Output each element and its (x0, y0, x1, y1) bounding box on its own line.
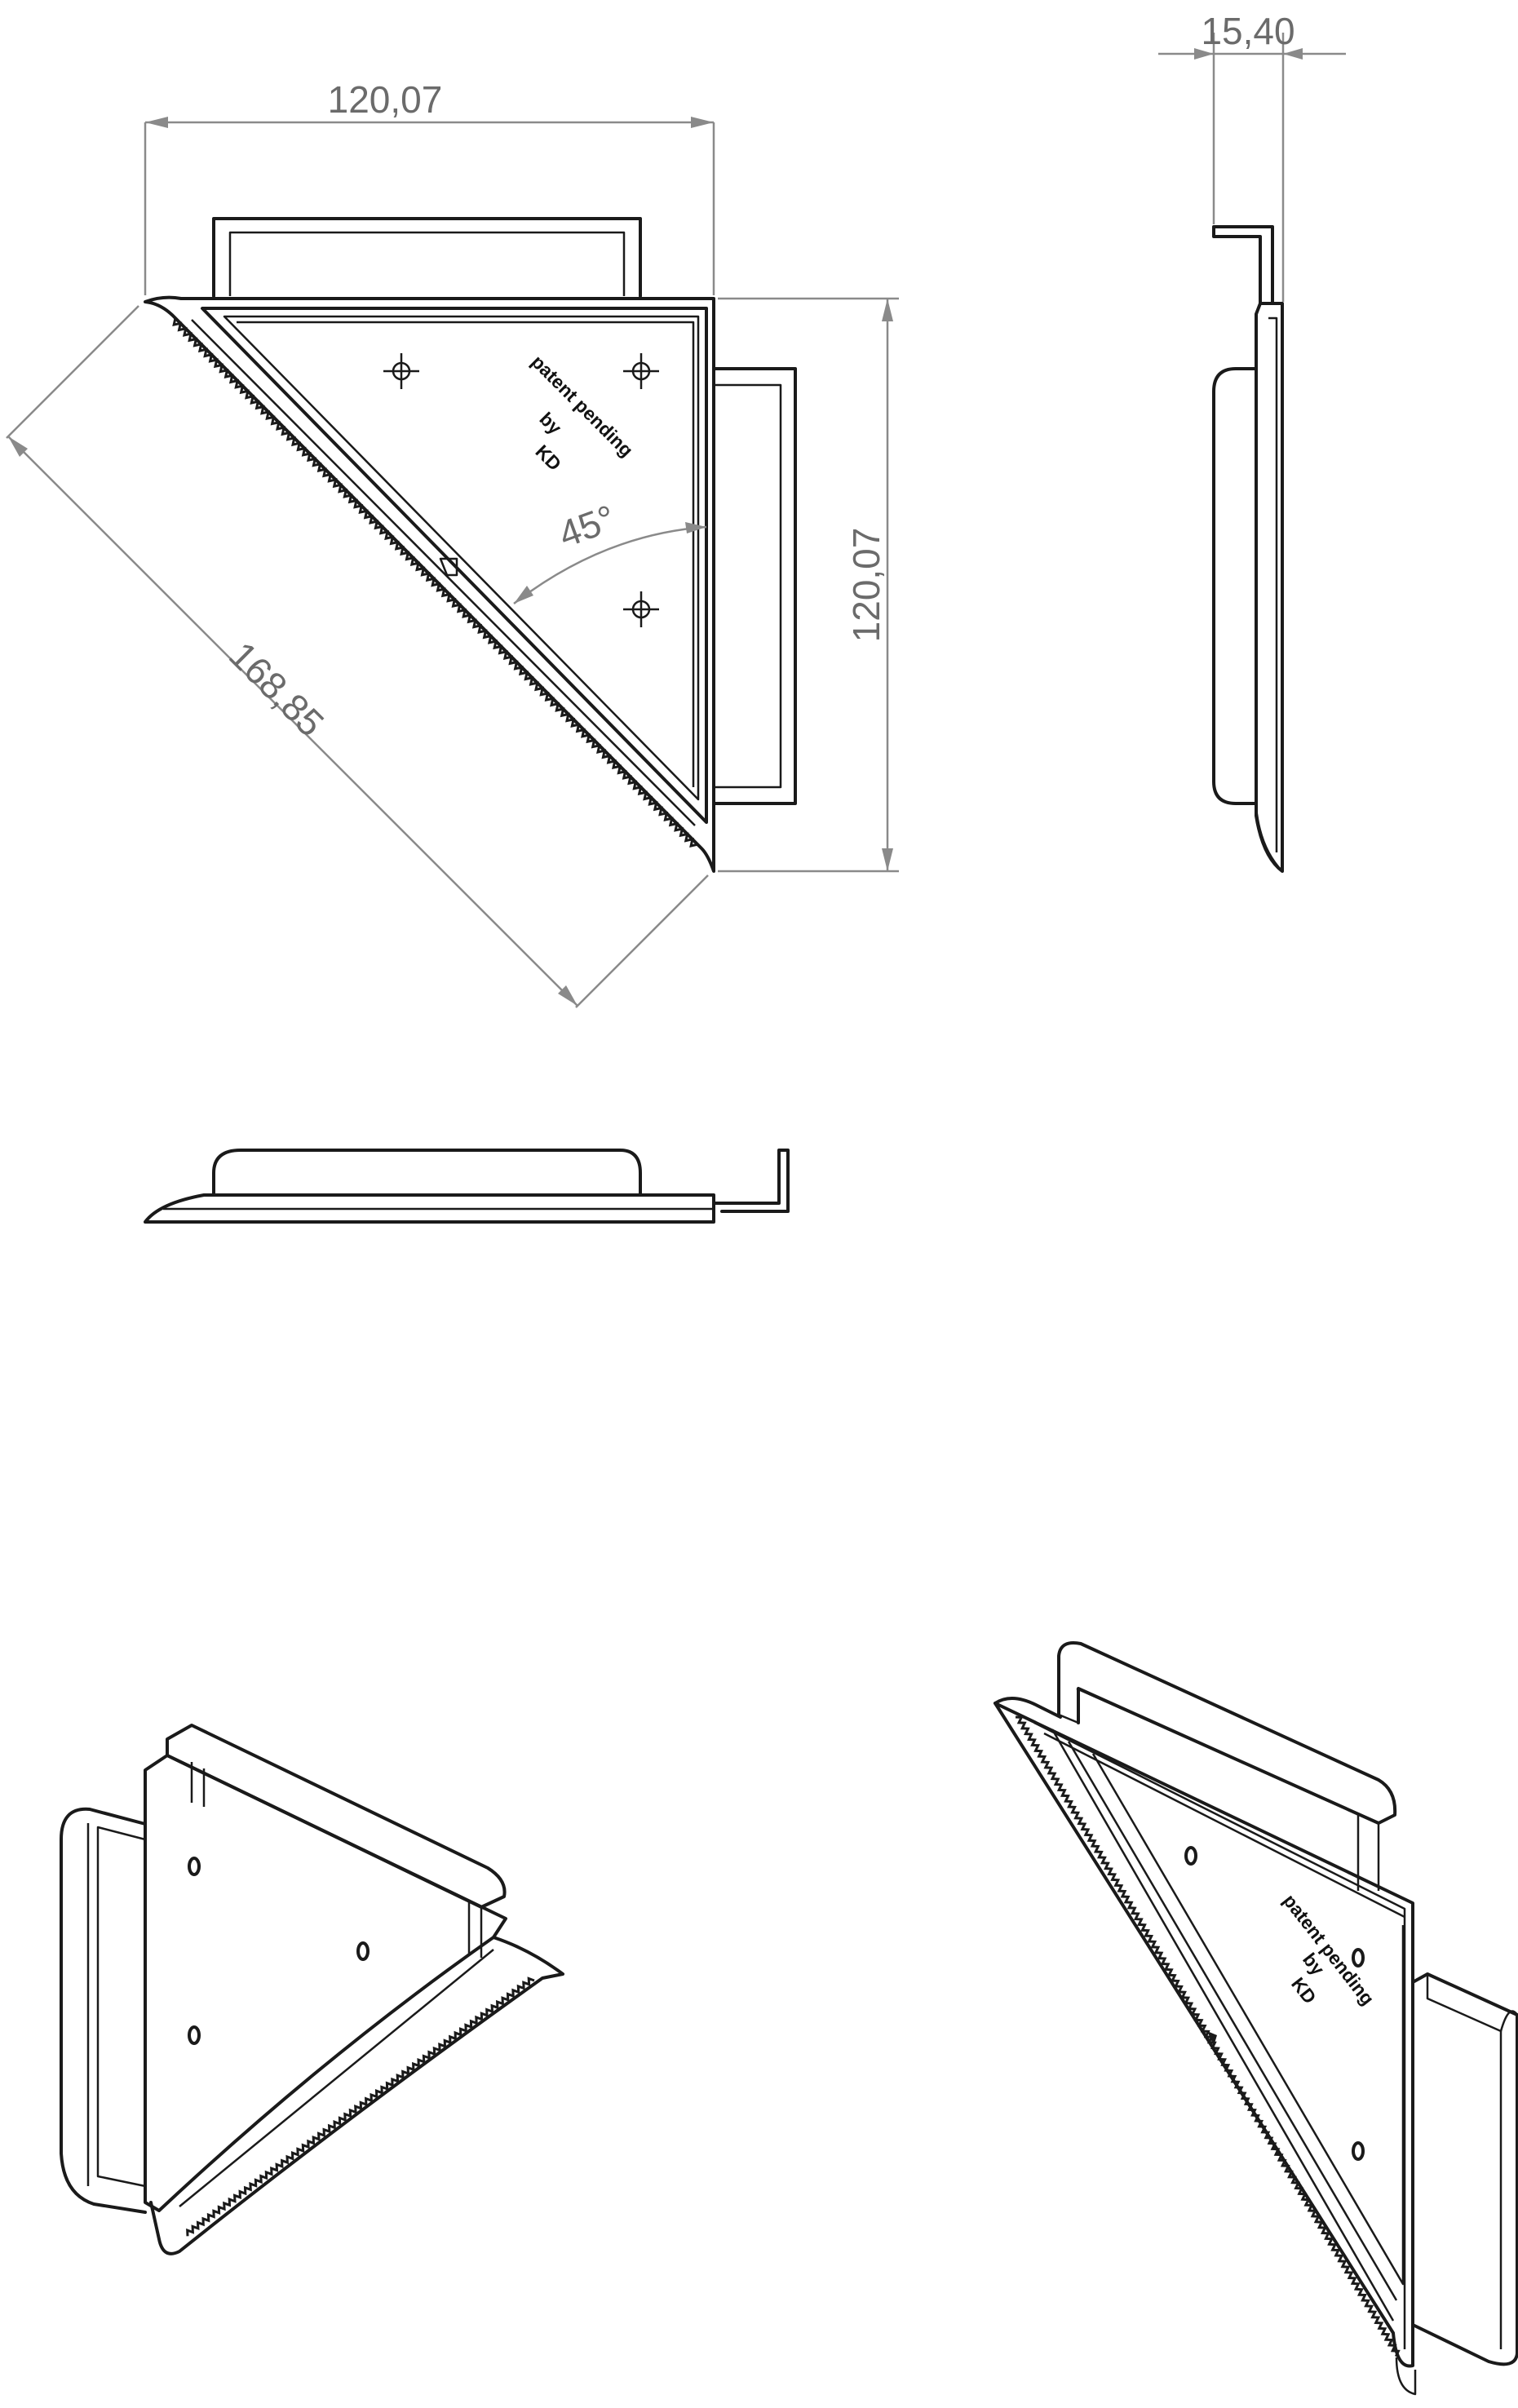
iso-right-hole-2 (1352, 1948, 1365, 1968)
iso-right-serrated (1015, 1715, 1401, 2357)
iso-right-hole-1 (1184, 1846, 1197, 1866)
serrated-edge-inner (191, 319, 696, 826)
side-tip (1255, 807, 1283, 872)
triangle-lip (237, 321, 695, 787)
right-bracket (712, 367, 797, 805)
front-bracket (712, 1149, 790, 1213)
hole-2 (623, 353, 659, 389)
iso-left-serrated (186, 1976, 535, 2237)
iso-left-hole-2 (356, 1941, 370, 1961)
iso-right-plate (994, 1702, 1414, 2368)
right-bracket-inner (714, 383, 782, 789)
label-line-2: by (535, 408, 566, 439)
front-bump (212, 1149, 642, 1197)
serrated-edge (172, 317, 698, 848)
isometric-view-left (60, 1724, 564, 2255)
corner-marker (439, 557, 458, 577)
iso-left-bracket (60, 1807, 147, 2214)
isometric-view-right: patent pending by KD (994, 1641, 1518, 2396)
iso-right-bracket (1411, 1972, 1518, 2366)
side-bracket-body (1212, 367, 1258, 805)
dim-height-text: 120,07 (845, 528, 887, 643)
triangle-inner (223, 315, 700, 801)
front-view (144, 1149, 790, 1224)
iso-right-hole-3 (1352, 2141, 1365, 2161)
iso-right-marker (1207, 2031, 1217, 2046)
triangle-outer (144, 295, 715, 873)
top-bracket (212, 217, 642, 298)
side-body (1255, 302, 1284, 873)
iso-label-line-3: KD (1287, 1973, 1321, 2007)
side-body-inner (1268, 316, 1278, 852)
iso-left-edge (149, 1936, 564, 2255)
iso-right-edge (994, 1697, 1062, 1719)
dim-width-text: 120,07 (328, 78, 443, 121)
top-bracket-inner (228, 231, 626, 296)
dim-thickness-text: 15,40 (1201, 10, 1295, 52)
iso-left-hole-3 (188, 2025, 201, 2045)
side-bracket (1212, 225, 1274, 305)
iso-right-top-bracket (1057, 1641, 1397, 1825)
dim-angle-text: 45° (553, 497, 621, 556)
top-view: patent pending by KD (144, 217, 797, 873)
iso-left-top-rail (166, 1724, 507, 1909)
iso-left-plate (144, 1754, 507, 2212)
dim-diagonal-text: 168,85 (221, 634, 332, 745)
hole-3 (623, 591, 659, 627)
hole-1 (383, 353, 419, 389)
triangle-mid (201, 307, 708, 824)
iso-left-hole-1 (188, 1857, 201, 1876)
front-base (144, 1193, 715, 1224)
label-line-3: KD (531, 440, 565, 475)
side-view: 15,40 (1158, 10, 1346, 873)
